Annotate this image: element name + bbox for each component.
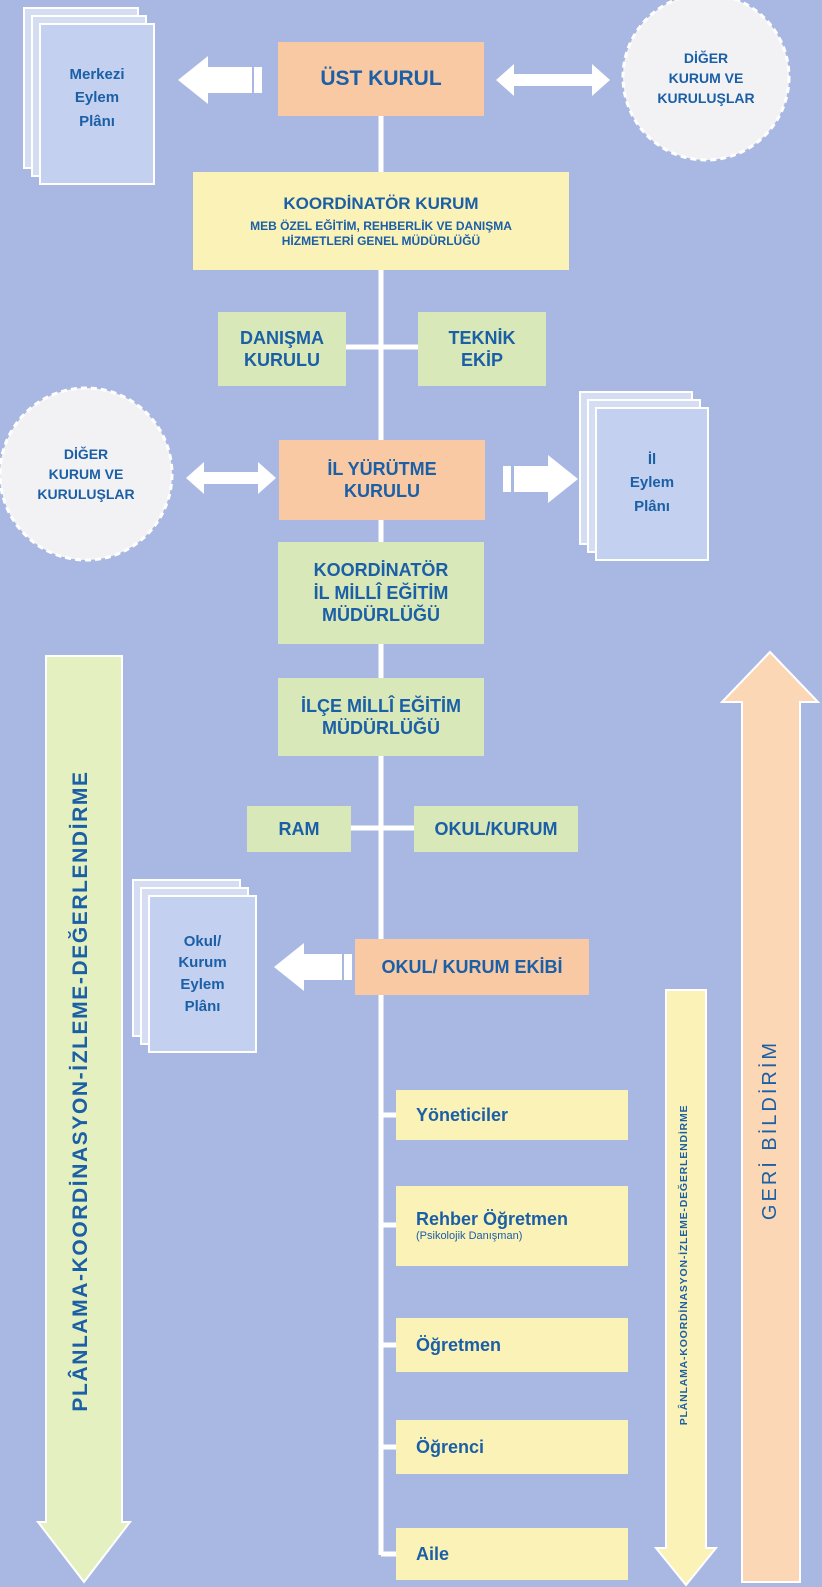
merkezi-eylem-plani: Merkezi Eylem Plânı bbox=[40, 38, 154, 158]
arrow-right-to-il-plan bbox=[503, 455, 578, 503]
top-diger-line3: KURULUŞLAR bbox=[657, 90, 755, 107]
top-diger-kurum-text: DİĞER KURUM VE KURULUŞLAR bbox=[623, 0, 789, 156]
il-diger-kurum-text: DİĞER KURUM VE KURULUŞLAR bbox=[0, 394, 172, 554]
ogrenci-box: Öğrenci bbox=[396, 1420, 628, 1474]
merkezi-plan-line1: Merkezi bbox=[69, 66, 125, 84]
koordinator-kurum-title: KOORDİNATÖR KURUM bbox=[283, 194, 479, 214]
rehber-ogretmen-box: Rehber Öğretmen (Psikolojik Danışman) bbox=[396, 1186, 628, 1266]
arrow-left-to-okul-plan bbox=[274, 943, 352, 991]
doc-stack-merkezi bbox=[23, 7, 155, 185]
doc-stack-il bbox=[579, 391, 709, 561]
okul-kurum-box: OKUL/KURUM bbox=[414, 806, 578, 852]
ust-kurul-label: ÜST KURUL bbox=[320, 66, 442, 90]
ogretmen-label: Öğretmen bbox=[416, 1334, 502, 1355]
ogretmen-box: Öğretmen bbox=[396, 1318, 628, 1372]
il-plan-line3: Plânı bbox=[634, 497, 670, 515]
il-yurutme-line2: KURULU bbox=[344, 481, 420, 501]
double-arrow-il bbox=[186, 462, 276, 494]
il-plan-line2: Eylem bbox=[629, 474, 675, 492]
ust-kurul-box: ÜST KURUL bbox=[278, 42, 484, 116]
okul-kurum-ekibi-box: OKUL/ KURUM EKİBİ bbox=[355, 939, 589, 995]
left-arrow-label: PLÂNLAMA-KOORDİNASYON-İZLEME-DEĞERLENDİR… bbox=[69, 770, 92, 1412]
okul-plan-line1: Okul/ bbox=[183, 932, 222, 950]
teknik-line2: EKİP bbox=[460, 350, 503, 370]
double-arrow-top bbox=[496, 64, 610, 96]
aile-box: Aile bbox=[396, 1528, 628, 1580]
okul-ekibi-label: OKUL/ KURUM EKİBİ bbox=[381, 956, 563, 977]
circle-il-diger-kurum bbox=[0, 386, 174, 562]
top-diger-line2: KURUM VE bbox=[668, 69, 744, 86]
okul-plan-line2: Kurum bbox=[178, 954, 227, 972]
il-eylem-plani: İl Eylem Plânı bbox=[596, 418, 708, 548]
il-diger-line2: KURUM VE bbox=[48, 465, 124, 482]
koordinator-il-box: KOORDİNATÖR İL MİLLÎ EĞİTİM MÜDÜRLÜĞÜ bbox=[278, 542, 484, 644]
top-diger-line1: DİĞER bbox=[683, 49, 729, 66]
merkezi-plan-line3: Plânı bbox=[79, 112, 115, 130]
ilce-mudurlugu-box: İLÇE MİLLÎ EĞİTİM MÜDÜRLÜĞÜ bbox=[278, 678, 484, 756]
okul-eylem-plani: Okul/ Kurum Eylem Plânı bbox=[149, 900, 256, 1048]
circle-top-diger-kurum bbox=[621, 0, 791, 162]
il-diger-line3: KURULUŞLAR bbox=[37, 486, 135, 503]
koordinator-il-line3: MÜDÜRLÜĞÜ bbox=[322, 605, 440, 626]
koordinator-kurum-box: KOORDİNATÖR KURUM MEB ÖZEL EĞİTİM, REHBE… bbox=[193, 172, 569, 270]
danisma-line2: KURULU bbox=[244, 350, 320, 370]
doc-stack-okul bbox=[132, 879, 257, 1053]
ram-label: RAM bbox=[278, 818, 320, 839]
rehber-ogretmen-sub: (Psikolojik Danışman) bbox=[416, 1230, 523, 1243]
koordinator-kurum-line1: MEB ÖZEL EĞİTİM, REHBERLİK VE DANIŞMA bbox=[250, 218, 512, 233]
il-diger-line1: DİĞER bbox=[63, 445, 109, 462]
koordinator-kurum-line2: HİZMETLERİ GENEL MÜDÜRLÜĞÜ bbox=[281, 233, 481, 248]
geri-bildirim-label: GERİ BİLDİRİM bbox=[759, 1039, 781, 1221]
left-green-down-arrow bbox=[35, 655, 133, 1584]
koordinator-il-line2: İL MİLLÎ EĞİTİM bbox=[313, 582, 449, 603]
ogrenci-label: Öğrenci bbox=[416, 1436, 485, 1457]
il-plan-line1: İl bbox=[647, 451, 657, 469]
il-yurutme-kurulu-box: İL YÜRÜTME KURULU bbox=[279, 440, 485, 520]
koordinator-il-line1: KOORDİNATÖR bbox=[313, 560, 449, 581]
aile-label: Aile bbox=[416, 1543, 450, 1564]
right-yellow-down-arrow bbox=[653, 989, 719, 1587]
ram-box: RAM bbox=[247, 806, 351, 852]
teknik-line1: TEKNİK bbox=[448, 327, 516, 348]
right-small-arrow-label: PLÂNLAMA-KOORDİNASYON-İZLEME-DEĞERLENDİR… bbox=[678, 1104, 690, 1426]
yoneticiler-label: Yöneticiler bbox=[416, 1104, 509, 1125]
rehber-ogretmen-label: Rehber Öğretmen bbox=[416, 1208, 569, 1229]
danisma-line1: DANIŞMA bbox=[240, 327, 324, 348]
ilce-line1: İLÇE MİLLÎ EĞİTİM bbox=[301, 695, 461, 716]
right-orange-up-arrow bbox=[719, 650, 821, 1583]
okul-plan-line3: Eylem bbox=[180, 976, 225, 993]
ilce-line2: MÜDÜRLÜĞÜ bbox=[322, 718, 440, 738]
merkezi-plan-line2: Eylem bbox=[74, 89, 120, 107]
danisma-kurulu-box: DANIŞMA KURULU bbox=[218, 312, 346, 386]
okul-kurum-label: OKUL/KURUM bbox=[434, 818, 558, 839]
yoneticiler-box: Yöneticiler bbox=[396, 1090, 628, 1140]
il-yurutme-line1: İL YÜRÜTME bbox=[327, 458, 437, 479]
arrow-left-to-merkezi-plan bbox=[178, 56, 262, 104]
teknik-ekip-box: TEKNİK EKİP bbox=[418, 312, 546, 386]
okul-plan-line4: Plânı bbox=[184, 997, 221, 1015]
